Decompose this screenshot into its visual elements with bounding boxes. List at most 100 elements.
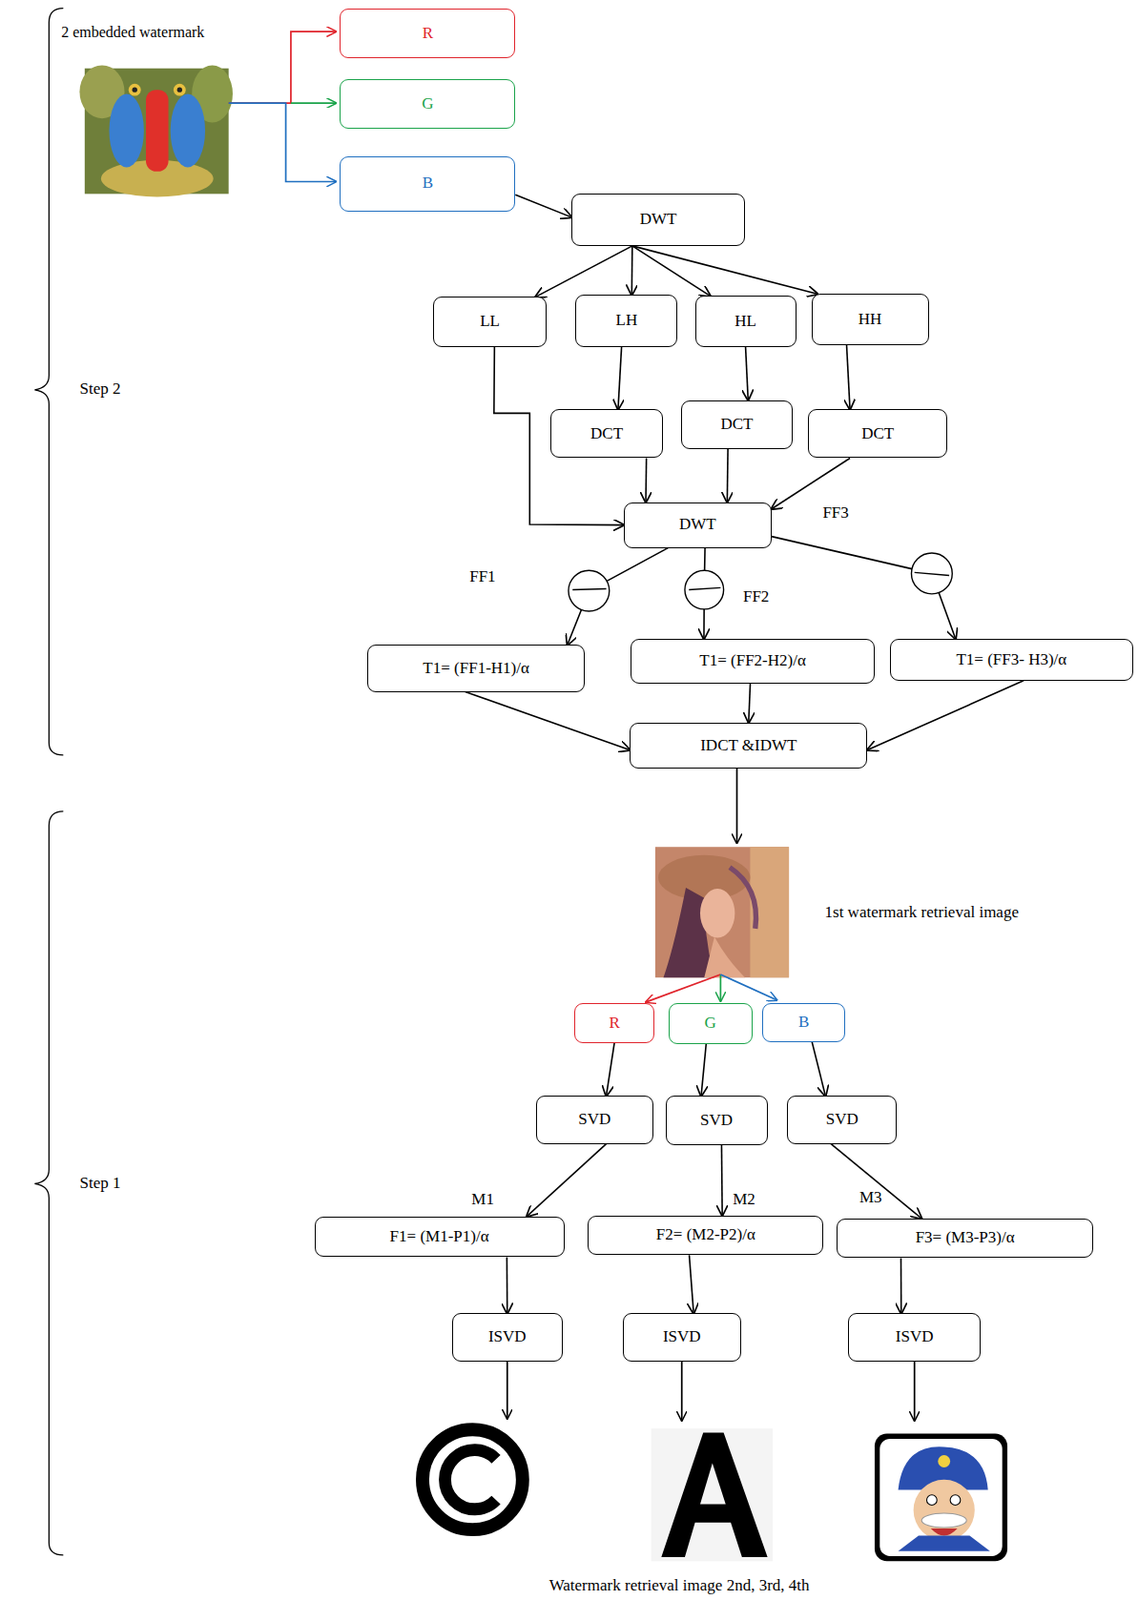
box-text: DWT	[640, 209, 678, 229]
box-text: SVD	[826, 1110, 859, 1130]
flow-arrow	[847, 345, 851, 410]
box-text: F3= (M3-P3)/α	[915, 1228, 1015, 1248]
flow-arrow	[830, 1144, 922, 1220]
flow-arrow	[506, 1257, 509, 1314]
formula-box: T1= (FF2-H2)/α	[630, 639, 875, 684]
box-text: HL	[734, 311, 757, 332]
flow-arrow	[681, 1362, 683, 1422]
baboon-image	[79, 64, 232, 197]
flow-arrow	[745, 347, 749, 401]
eye	[173, 83, 187, 97]
eye	[927, 1495, 938, 1507]
channel-box: R	[339, 8, 516, 59]
hat-badge	[937, 1455, 951, 1469]
flow-arrow	[515, 194, 572, 218]
transform-box: DCT	[681, 400, 794, 450]
flow-arrow	[689, 1255, 695, 1314]
flow-arrow	[736, 768, 739, 844]
flow-arrow	[618, 347, 622, 410]
flow-arrow	[632, 246, 818, 294]
coat	[898, 1536, 991, 1552]
box-text: G	[704, 1013, 717, 1034]
box-text: DWT	[679, 515, 717, 535]
feather	[729, 868, 757, 930]
image-ground	[874, 1434, 1008, 1563]
image-ground	[651, 1428, 773, 1562]
flow-arrow	[606, 1043, 616, 1097]
flow-arrow	[465, 692, 630, 751]
step-label: Step 1	[79, 1174, 121, 1194]
flow-arrow	[526, 1144, 606, 1218]
box-text: ISVD	[895, 1327, 934, 1347]
copyright-c	[445, 1450, 497, 1511]
box-text: SVD	[700, 1111, 733, 1131]
letter-shape	[661, 1432, 767, 1558]
transform-box: IDCT &IDWT	[629, 723, 868, 769]
box-text: DCT	[861, 424, 894, 444]
minus-bar	[572, 588, 606, 590]
box-text: LH	[616, 310, 639, 331]
subband-box: LH	[575, 294, 678, 348]
red-nose	[145, 89, 169, 172]
box-text: F2= (M2-P2)/α	[656, 1225, 756, 1245]
hat	[658, 855, 750, 901]
step-label: Step 2	[79, 379, 121, 399]
channel-arrow	[720, 974, 723, 1002]
flow-arrow	[567, 548, 668, 646]
step-bracket	[34, 811, 63, 1556]
shoulder	[703, 936, 745, 978]
minus-bar	[914, 572, 950, 576]
image-inner	[879, 1439, 1002, 1557]
flow-arrow	[536, 246, 633, 298]
flow-arrow	[721, 1145, 724, 1217]
image-label: 1st watermark retrieval image	[825, 903, 1019, 923]
formula-box: T1= (FF1-H1)/α	[367, 644, 585, 692]
transform-box: ISVD	[452, 1313, 563, 1362]
minus-symbol	[568, 570, 610, 612]
box-text: DCT	[721, 414, 754, 435]
channel-arrow	[645, 974, 721, 1003]
transform-box: DWT	[623, 502, 772, 549]
flow-arrow	[644, 457, 647, 502]
eye	[950, 1495, 961, 1507]
step-bracket	[34, 8, 63, 756]
signal-label: FF3	[822, 503, 849, 523]
signal-label: M2	[732, 1190, 756, 1210]
mouth	[931, 1529, 958, 1536]
box-text: HH	[858, 310, 883, 330]
title-note: 2 embedded watermark	[61, 22, 205, 42]
box-text: T1= (FF2-H2)/α	[699, 651, 807, 671]
box-text: T1= (FF1-H1)/α	[422, 659, 530, 679]
transform-box: DCT	[550, 409, 664, 458]
minus-bar	[688, 587, 721, 590]
signal-label: FF2	[743, 587, 769, 607]
flow-arrow	[630, 246, 633, 295]
pupil	[132, 86, 138, 92]
channel-box: B	[339, 156, 516, 212]
face	[700, 889, 735, 938]
blue-cheek	[170, 93, 206, 167]
formula-box: F2= (M2-P2)/α	[587, 1216, 824, 1257]
box-text: IDCT &IDWT	[700, 736, 797, 756]
box-text: ISVD	[488, 1327, 527, 1347]
subband-box: HL	[695, 295, 797, 348]
copyright-watermark	[422, 1429, 523, 1531]
channel-box: R	[574, 1003, 654, 1044]
image-ground	[655, 847, 789, 978]
caption-text: Watermark retrieval image 2nd, 3rd, 4th	[549, 1576, 810, 1596]
mustache	[921, 1513, 967, 1529]
copyright-ring	[422, 1429, 523, 1531]
formula-box: F3= (M3-P3)/α	[836, 1219, 1094, 1260]
channel-arrow	[720, 974, 777, 1001]
box-text: DCT	[590, 424, 623, 444]
transform-box: ISVD	[622, 1313, 742, 1362]
channel-box: B	[762, 1003, 846, 1043]
minus-symbol	[684, 570, 725, 610]
lena-image	[655, 847, 789, 978]
flow-arrow	[632, 246, 711, 296]
minus-circle	[910, 553, 952, 595]
flow-arrow	[771, 457, 850, 509]
flow-arrow	[703, 548, 705, 640]
box-text: B	[798, 1013, 809, 1033]
